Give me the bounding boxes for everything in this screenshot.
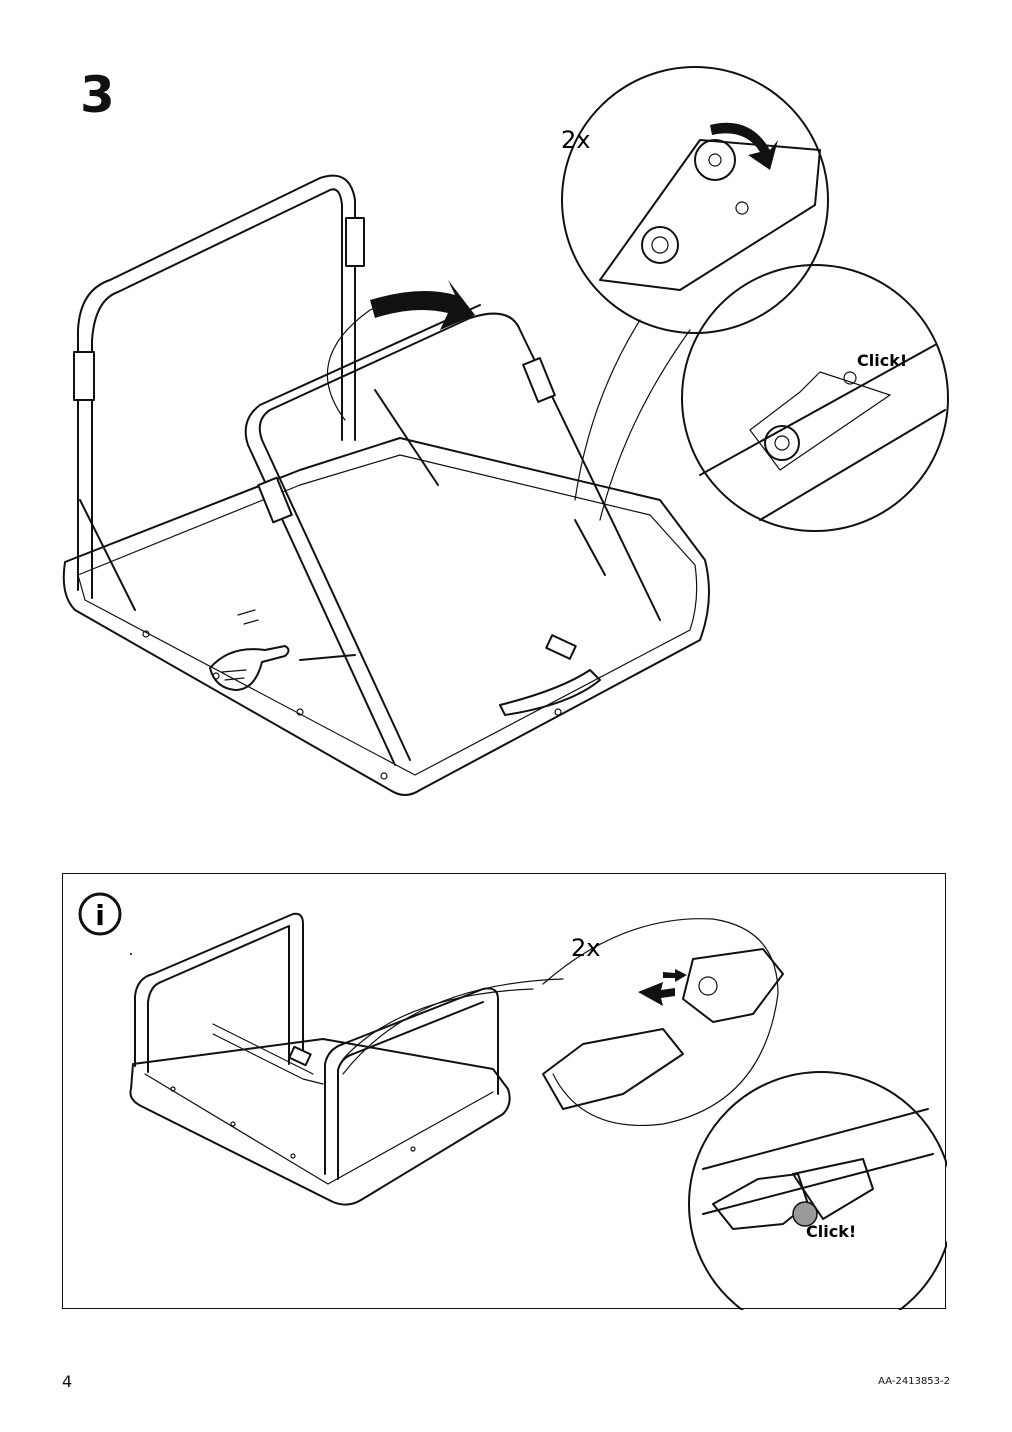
back-frame xyxy=(73,174,439,611)
zoom-circle-buckle-press: 2x xyxy=(542,918,784,1126)
hinge-click-label: Click! xyxy=(857,351,907,370)
tray-base xyxy=(62,437,710,796)
info-illustration: i xyxy=(78,892,947,1310)
floor-strap xyxy=(499,634,601,716)
hinge-quantity: 2x xyxy=(561,126,590,154)
fold-arrow xyxy=(326,280,475,421)
document-code: AA-2413853-2 xyxy=(878,1376,950,1387)
zoom-circle-buckle-click: Click! xyxy=(688,1071,947,1310)
info-symbol: i xyxy=(95,899,105,932)
folding-frame xyxy=(244,304,661,766)
page-number: 4 xyxy=(62,1372,73,1391)
info-panel: i xyxy=(62,873,947,1310)
stand-frame xyxy=(129,912,511,1206)
buckle-click-label: Click! xyxy=(806,1222,856,1241)
hand-press-icon xyxy=(209,609,290,691)
step-number: 3 xyxy=(80,66,115,124)
info-icon: i xyxy=(78,892,122,936)
zoom-circle-click: Click! xyxy=(681,264,949,532)
step-3-illustration: 2x Click! xyxy=(62,66,949,796)
zoom-circle-hinge: 2x xyxy=(561,66,829,521)
buckle-quantity: 2x xyxy=(571,934,600,962)
